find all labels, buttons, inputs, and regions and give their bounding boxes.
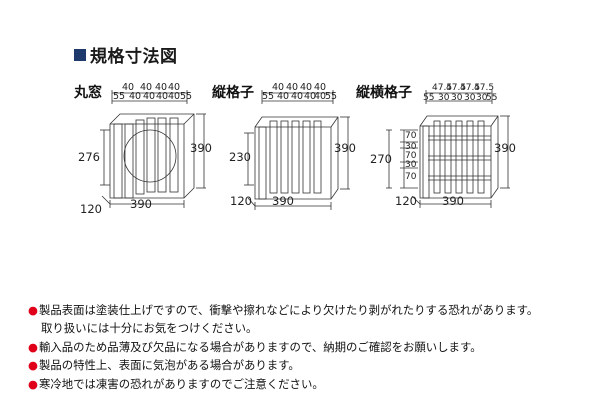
note-item: 取り扱いには十分にお気をつけください。	[28, 319, 588, 337]
dim-text: 30	[438, 93, 450, 103]
dim-text: 40	[291, 91, 303, 102]
dim-text: 30	[451, 93, 463, 103]
diagram-label-tate-goshi: 縦格子	[212, 85, 254, 101]
dim-text: 55	[486, 93, 497, 103]
note-item: ●製品の特性上、表面に気泡がある場合があります。	[28, 356, 588, 374]
dim-text: 30	[405, 160, 417, 170]
dim-height-inner: 230	[229, 150, 251, 164]
dim-text: 47.5	[474, 83, 494, 93]
dim-text: 40	[143, 91, 155, 102]
dim-depth: 120	[230, 194, 252, 208]
note-text: 製品表面は塗装仕上げですので、衝撃や擦れなどにより欠けたり剥がれたりする恐れがあ…	[38, 303, 539, 317]
note-text: 輸入品のため品薄及び欠品になる場合がありますので、納期のご確認をお願いします。	[38, 339, 482, 354]
bullet-icon: ●	[28, 339, 38, 354]
dim-text: 40	[300, 82, 312, 93]
dim-text: 55	[325, 91, 337, 102]
dim-text: 55	[262, 91, 274, 102]
dim-height-inner: 276	[78, 150, 100, 164]
dim-height-inner: 270	[370, 152, 392, 166]
bullet-icon: ●	[28, 303, 38, 317]
dim-width: 390	[272, 194, 294, 208]
dim-height: 390	[190, 141, 212, 155]
dim-text: 30	[405, 142, 417, 152]
dim-text: 40	[272, 82, 284, 93]
dim-text: 55	[180, 91, 192, 102]
section-title: 規格寸法図	[74, 42, 178, 67]
note-text: 取り扱いには十分にお気をつけください。	[41, 321, 258, 336]
dim-height: 390	[494, 141, 516, 155]
dim-text: 40	[168, 82, 180, 93]
dim-text: 40	[314, 82, 326, 93]
section-title-text: 規格寸法図	[90, 47, 178, 67]
dim-width: 390	[442, 194, 464, 208]
bullet-icon: ●	[28, 358, 38, 373]
dim-text: 30	[464, 93, 476, 103]
note-item: ●輸入品のため品薄及び欠品になる場合がありますので、納期のご確認をお願いします。	[28, 338, 588, 356]
dim-depth: 120	[395, 194, 417, 208]
dim-text: 70	[405, 151, 417, 161]
dim-text: 47.5	[432, 83, 452, 93]
notes-list: ●製品表面は塗装仕上げですので、衝撃や擦れなどにより欠けたり剥がれたりする恐れが…	[28, 301, 588, 393]
dim-text: 55	[423, 93, 434, 103]
diagram-label-tateyoko-goshi: 縦横格子	[356, 85, 412, 101]
dim-text: 40	[129, 91, 141, 102]
dim-height: 390	[334, 141, 356, 155]
dim-text: 40	[286, 82, 298, 93]
dim-text: 30	[476, 93, 488, 103]
dim-text: 47.5	[460, 83, 480, 93]
dim-text: 40	[168, 91, 180, 102]
dim-text: 40	[140, 82, 152, 93]
dim-text: 40	[156, 91, 168, 102]
dim-text: 70	[405, 172, 417, 182]
dim-text: 40	[277, 91, 289, 102]
dim-text: 40	[304, 91, 316, 102]
dim-text: 40	[122, 82, 134, 93]
bullet-icon: ●	[28, 376, 38, 391]
note-text: 寒冷地では凍害の恐れがありますのでご注意ください。	[38, 376, 324, 391]
note-item: ●製品表面は塗装仕上げですので、衝撃や擦れなどにより欠けたり剥がれたりする恐れが…	[28, 301, 588, 319]
dim-text: 40	[314, 91, 326, 102]
note-text: 製品の特性上、表面に気泡がある場合があります。	[38, 358, 300, 373]
title-square-icon	[74, 48, 86, 61]
dim-text: 55	[113, 91, 125, 102]
diagram-label-maru-mado: 丸窓	[74, 85, 102, 101]
dim-depth: 120	[80, 202, 102, 216]
note-item: ●寒冷地では凍害の恐れがありますのでご注意ください。	[28, 375, 588, 393]
dim-text: 47.5	[446, 83, 466, 93]
dim-text: 70	[405, 131, 417, 141]
dim-width: 390	[130, 197, 152, 211]
dim-text: 40	[155, 82, 167, 93]
